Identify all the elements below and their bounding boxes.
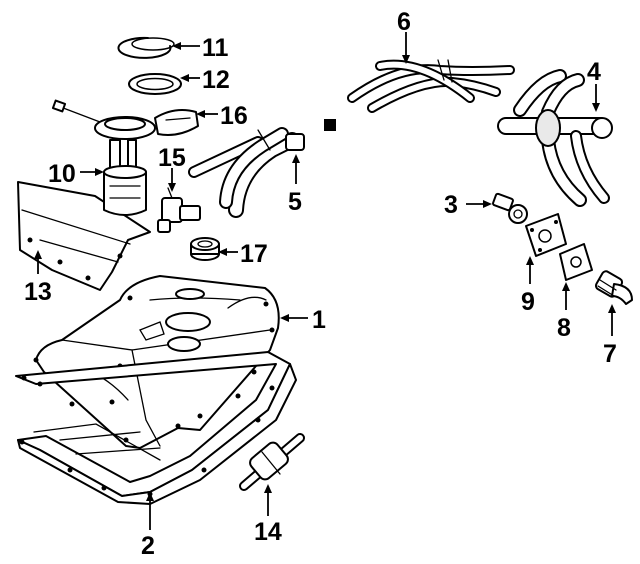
callout-12: 12: [202, 66, 230, 94]
leader-lines: [34, 32, 616, 530]
callout-8: 8: [557, 314, 571, 342]
vent-connector: [492, 192, 528, 224]
callout-7: 7: [603, 340, 617, 368]
callout-10: 10: [48, 160, 76, 188]
rollover-valve: [190, 237, 220, 261]
pump-connector: [157, 187, 201, 233]
callout-6: 6: [397, 8, 411, 36]
callout-1: 1: [312, 306, 326, 334]
callout-2: 2: [141, 532, 155, 560]
insulator-pad: [154, 109, 199, 136]
callout-14: 14: [254, 518, 282, 546]
callout-13: 13: [24, 278, 52, 306]
gasket: [559, 243, 593, 281]
vent-valve: [594, 270, 633, 305]
mount-plate: [525, 213, 567, 257]
callout-17: 17: [240, 240, 268, 268]
seal-ring: [128, 73, 182, 95]
callout-3: 3: [444, 191, 458, 219]
callout-16: 16: [220, 102, 248, 130]
fuel-lines: [347, 59, 515, 113]
fuel-pump-assembly: [51, 99, 156, 216]
callout-15: 15: [158, 144, 186, 172]
filler-hose-pipe: [188, 127, 305, 218]
section-marker: [324, 119, 336, 131]
vapor-hose-assembly: [497, 69, 613, 207]
lock-ring: [117, 36, 175, 59]
fuel-filter: [239, 433, 305, 491]
callout-11: 11: [202, 34, 229, 62]
callouts: 1 2 3 4 5 6 7 8 9 10 11 12 13 14 15 16 1…: [24, 8, 617, 560]
skid-plate: [15, 351, 297, 505]
callout-9: 9: [521, 288, 535, 316]
callout-5: 5: [288, 188, 302, 216]
callout-4: 4: [587, 58, 601, 86]
